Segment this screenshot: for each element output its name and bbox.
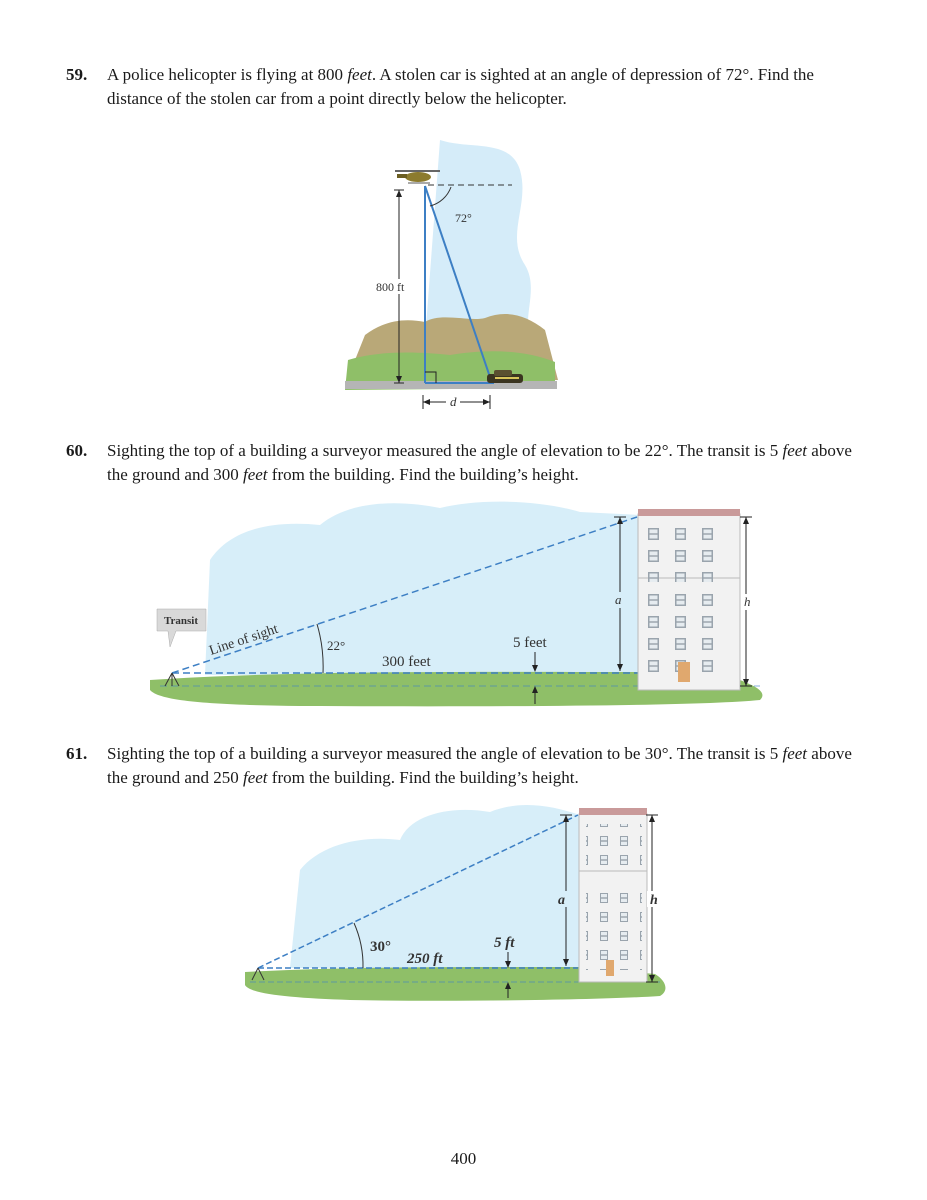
angle-arc [429,186,452,207]
problem-60: 60. Sighting the top of a building a sur… [66,439,856,487]
figure-61-building: 30° 250 ft 5 ft a h [245,804,666,1001]
problem-text: A police helicopter is flying at 800 fee… [107,65,814,108]
figure-59-helicopter: 800 ft 72° d [345,140,558,409]
ground [150,671,763,707]
sky-area [290,804,580,968]
angle-arc [316,623,324,674]
h-label: h [744,594,751,609]
distance-label: 300 feet [382,654,432,670]
road [345,381,557,389]
a-label: a [558,893,565,908]
line-of-sight [171,516,638,674]
transit-icon [164,672,180,687]
transit-label: Transit [164,615,198,627]
distance-label: 250 ft [406,951,443,967]
problem-number: 61. [66,744,88,763]
transit-icon [251,967,265,981]
building [637,509,741,691]
h-label: h [650,893,658,908]
problem-61: 61. Sighting the top of a building a sur… [66,742,856,790]
angle-arc [353,922,364,969]
a-label: a [615,592,622,607]
figure-60-building: Transit Line of sight 22° 300 feet 5 fee… [150,501,763,707]
page-number: 400 [450,1149,477,1168]
problem-text: Sighting the top of a building a surveyo… [107,744,852,787]
line-of-sight [257,814,579,969]
building [578,808,648,983]
right-angle-marker [425,371,437,383]
transit-height-label: 5 ft [494,935,515,951]
height-label: 800 ft [376,280,405,294]
transit-height-label: 5 feet [513,635,548,651]
transit-callout [156,608,207,648]
problem-number: 60. [66,441,88,460]
angle-label: 22° [327,638,345,653]
problem-number: 59. [66,65,88,84]
helicopter-icon [395,170,440,184]
angle-label: 30° [370,939,391,955]
car-icon [487,370,523,383]
ground [245,966,666,1001]
distance-label: d [450,394,457,409]
problem-59: 59. A police helicopter is flying at 800… [66,63,856,111]
angle-label: 72° [455,211,472,225]
line-of-sight [424,185,493,384]
problem-text: Sighting the top of a building a surveyo… [107,441,852,484]
sky-area [425,140,532,340]
